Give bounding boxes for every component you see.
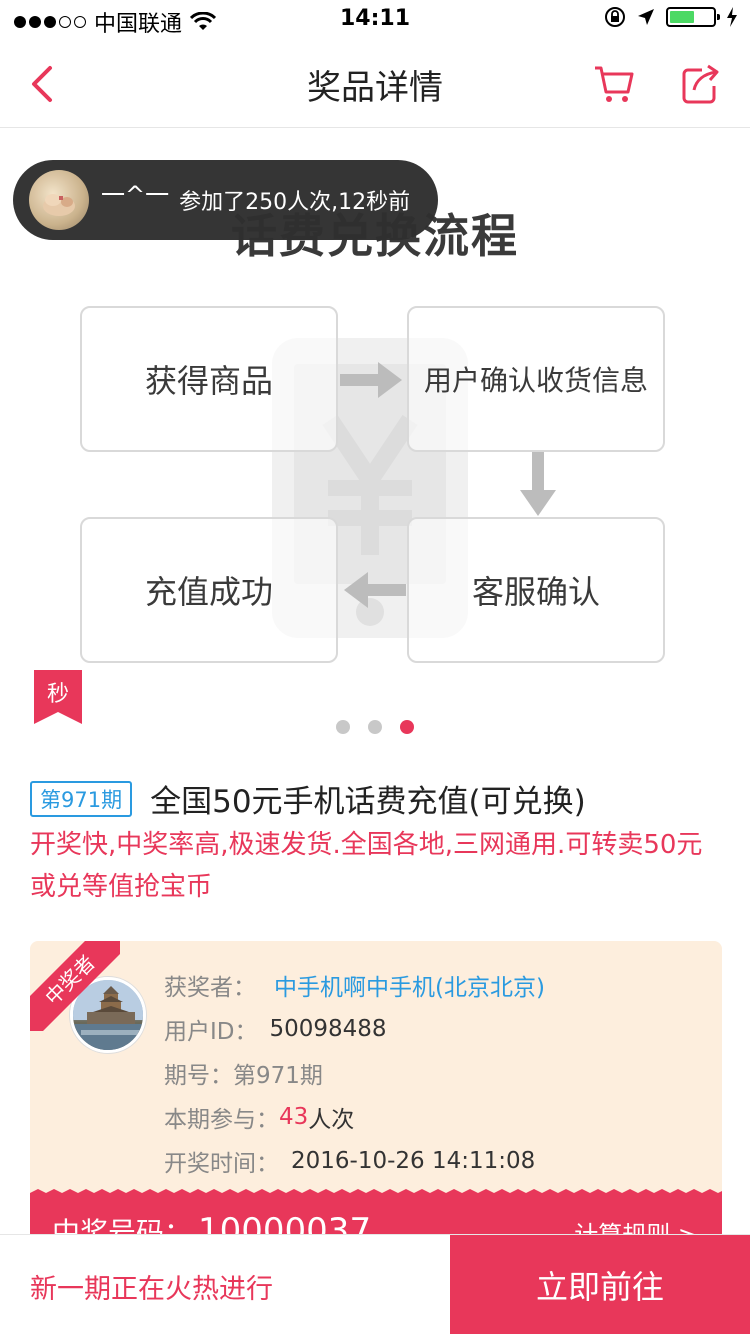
pager-dot-active[interactable]	[400, 720, 414, 734]
nav-bar: 奖品详情	[0, 40, 750, 128]
winner-participate-label: 本期参与：	[164, 1107, 279, 1133]
flash-sale-label: 秒	[46, 682, 69, 707]
orientation-lock-icon	[605, 7, 625, 27]
status-left: 中国联通	[14, 6, 217, 38]
winner-period-value: 第971期	[233, 1063, 323, 1089]
winner-name-label: 获奖者：	[164, 975, 256, 1001]
status-time: 14:11	[339, 6, 411, 31]
winner-details: 获奖者： 中手机啊中手机(北京北京) 用户ID： 50098488 期号： 第9…	[164, 963, 545, 1183]
yen-icon	[322, 415, 418, 555]
winner-ribbon-label: 中奖者	[30, 941, 120, 1031]
status-bar: 中国联通 14:11	[0, 0, 750, 40]
winner-period-label: 期号：	[164, 1063, 233, 1089]
winner-name-row: 获奖者： 中手机啊中手机(北京北京)	[164, 963, 545, 1007]
winner-userid-value: 50098488	[269, 1016, 387, 1042]
winner-ribbon: 中奖者	[30, 941, 120, 1031]
winner-userid-label: 用户ID：	[164, 1019, 258, 1045]
arrow-down-icon	[520, 452, 556, 516]
status-right	[604, 6, 738, 28]
winner-period-row: 期号： 第971期	[164, 1051, 545, 1095]
bookmark-ribbon-icon	[34, 670, 82, 724]
winner-time-value: 2016-10-26 14:11:08	[291, 1148, 536, 1174]
winner-time-label: 开奖时间：	[164, 1151, 279, 1177]
ticker-message: 参加了250人次,12秒前	[179, 190, 411, 215]
product-title-row: 第971期 全国50元手机话费充值(可兑换)	[30, 776, 586, 821]
winner-card: 中奖者 获奖者： 中手机啊中手机(北京北京) 用户ID： 50098488 期号…	[30, 941, 722, 1241]
signal-strength-icon	[14, 16, 86, 28]
winner-time-row: 开奖时间： 2016-10-26 14:11:08	[164, 1139, 545, 1183]
flow-step-success: 充值成功	[80, 517, 338, 663]
cart-icon[interactable]	[592, 62, 636, 106]
winner-name-link[interactable]: 中手机啊中手机(北京北京)	[274, 975, 545, 1001]
charging-bolt-icon	[727, 7, 737, 27]
wifi-icon	[190, 12, 217, 30]
participation-ticker: 一^一 参加了250人次,12秒前	[13, 160, 438, 240]
carrier-name: 中国联通	[94, 12, 183, 37]
new-period-status[interactable]: 新一期正在火热进行	[30, 1274, 273, 1305]
page-title: 奖品详情	[307, 68, 443, 108]
go-now-button[interactable]: 立即前往	[450, 1235, 750, 1334]
ticker-avatar	[29, 170, 89, 230]
arrow-left-icon	[344, 572, 406, 608]
winner-participate-row: 本期参与： 43 人次	[164, 1095, 545, 1139]
flash-sale-badge: 秒	[34, 670, 82, 724]
product-description: 开奖快,中奖率高,极速发货.全国各地,三网通用.可转卖50元或兑等值抢宝币	[30, 830, 703, 902]
pager-dot[interactable]	[336, 720, 350, 734]
banner-carousel[interactable]: 一^一 参加了250人次,12秒前 话费兑换流程 获得商品 用户确认收货信息 客…	[0, 128, 750, 753]
winning-code-bar: 中奖号码：10000037 计算规则 >	[30, 1189, 722, 1241]
flow-step-service-confirm: 客服确认	[407, 517, 665, 663]
winner-participate-count: 43	[279, 1104, 309, 1130]
zigzag-edge	[30, 1189, 722, 1199]
carousel-pager	[0, 720, 750, 734]
flow-step-obtain: 获得商品	[80, 306, 338, 452]
pager-dot[interactable]	[368, 720, 382, 734]
bottom-action-bar: 新一期正在火热进行 立即前往	[0, 1234, 750, 1334]
flow-step-confirm-address: 用户确认收货信息	[407, 306, 665, 452]
location-arrow-icon	[638, 9, 654, 25]
winner-participate-unit: 人次	[308, 1107, 355, 1133]
period-badge: 第971期	[30, 780, 133, 817]
back-arrow-icon[interactable]	[24, 62, 64, 106]
battery-icon	[666, 7, 720, 27]
ticker-user-name: 一^一	[101, 180, 170, 209]
winner-userid-row: 用户ID： 50098488	[164, 1007, 545, 1051]
share-icon[interactable]	[680, 62, 720, 106]
product-title: 全国50元手机话费充值(可兑换)	[150, 784, 586, 820]
arrow-right-icon	[340, 362, 402, 398]
